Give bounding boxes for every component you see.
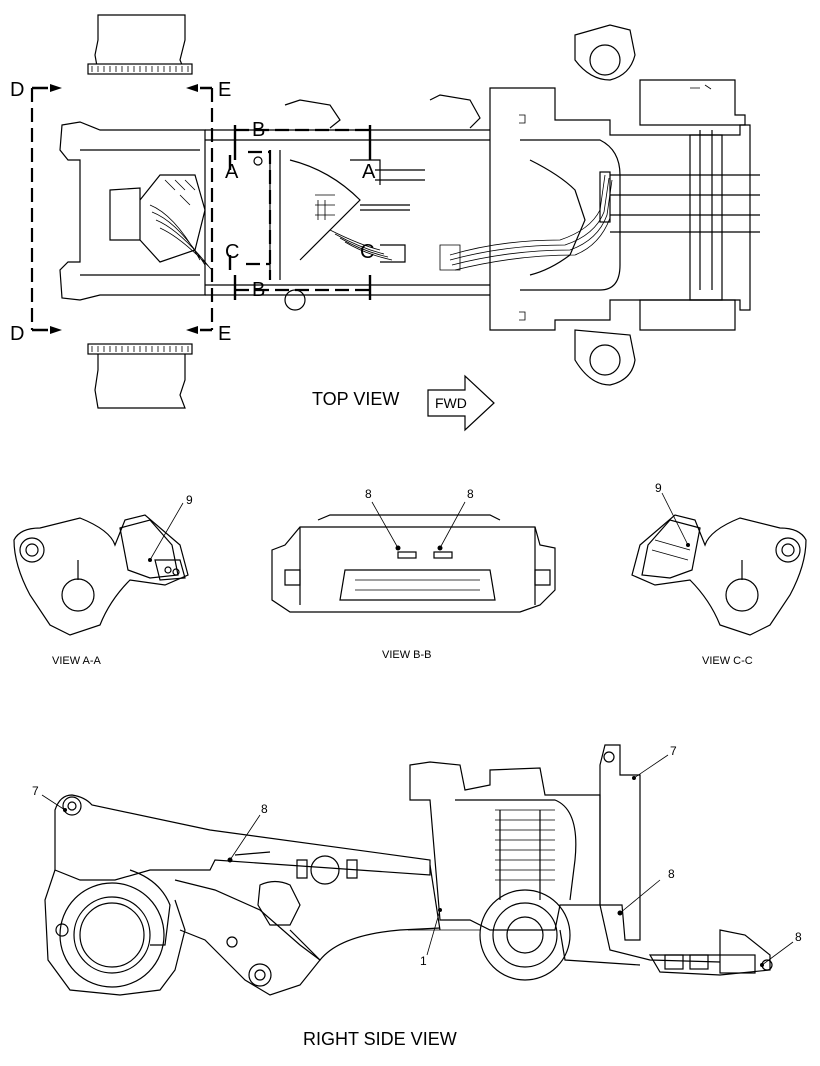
- callout-1: 1: [420, 954, 427, 968]
- section-label-c-left: C: [225, 241, 239, 263]
- section-label-d-top: D: [10, 79, 24, 101]
- section-label-d-bottom: D: [10, 323, 24, 345]
- section-label-b-bottom: B: [252, 279, 265, 301]
- callout-8-hitch: 8: [795, 930, 802, 944]
- fwd-label: FWD: [435, 395, 467, 411]
- top-view-drawing: [59, 14, 760, 409]
- section-label-c-right: C: [360, 241, 374, 263]
- callout-7-left: 7: [32, 784, 39, 798]
- section-label-a-left: A: [225, 161, 239, 183]
- callout-8-frame: 8: [668, 867, 675, 881]
- leader-lines: [41, 492, 794, 967]
- right-side-view-title: RIGHT SIDE VIEW: [303, 1029, 457, 1049]
- callout-8-boom: 8: [261, 802, 268, 816]
- callout-9-view-cc: 9: [655, 481, 662, 495]
- section-label-e-bottom: E: [218, 323, 231, 345]
- callout-8-view-bb-left: 8: [365, 487, 372, 501]
- right-side-view-drawing: [44, 744, 773, 996]
- top-view-title: TOP VIEW: [312, 389, 399, 409]
- view-bb-drawing: [271, 514, 556, 613]
- callout-8-view-bb-right: 8: [467, 487, 474, 501]
- view-bb-title: VIEW B-B: [382, 649, 432, 661]
- callout-7-right: 7: [670, 744, 677, 758]
- section-label-e-top: E: [218, 79, 231, 101]
- fwd-arrow: [427, 374, 495, 432]
- view-aa-drawing: [13, 514, 189, 636]
- view-cc-title: VIEW C-C: [702, 655, 753, 667]
- view-cc-drawing: [631, 514, 807, 636]
- view-aa-title: VIEW A-A: [52, 655, 102, 667]
- section-label-b-top: B: [252, 119, 265, 141]
- section-label-a-right: A: [362, 161, 376, 183]
- section-lines: [30, 84, 372, 334]
- callout-9-view-aa: 9: [186, 493, 193, 507]
